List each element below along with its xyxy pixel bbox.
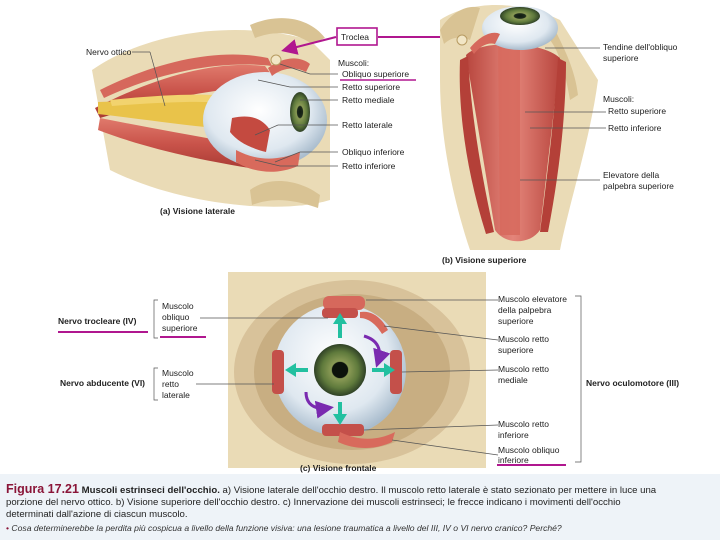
- caption-panel-c: (c) Visione frontale: [300, 463, 377, 473]
- label-inferior-oblique-a: Obliquo inferiore: [342, 147, 405, 157]
- lateral-rectus-muscle-c: [272, 350, 284, 394]
- label-superior-oblique-a: Obliquo superiore: [342, 69, 409, 79]
- bullet-icon: •: [6, 523, 10, 533]
- sup-oblique-tendon-b: [470, 32, 500, 54]
- label-levator-c-line3: superiore: [498, 316, 534, 326]
- trochlea-b: [456, 34, 468, 46]
- rotation-arrow-sup-oblique: [363, 334, 391, 368]
- label-inf-oblique-c-line1: Muscolo obliquo: [498, 445, 560, 455]
- panel-c-frontal-view: Nervo trocleare (IV) Muscolo obliquo sup…: [58, 272, 679, 473]
- caption-panel-b: (b) Visione superiore: [442, 255, 527, 265]
- label-abducens-nerve: Nervo abducente (VI): [60, 378, 145, 388]
- figure-caption: Figura 17.21 Muscoli estrinseci dell'occ…: [0, 474, 720, 540]
- bone-top: [250, 18, 325, 44]
- label-tendon-line2: superiore: [603, 53, 639, 63]
- label-med-rectus-c-line2: mediale: [498, 375, 528, 385]
- label-trochlea: Troclea: [341, 32, 369, 42]
- superior-oblique-tendon-c: [360, 311, 388, 334]
- label-levator-c-line2: della palpebra: [498, 305, 552, 315]
- label-trochlear-muscle-line3: superiore: [162, 323, 198, 333]
- label-sup-rectus-c-line1: Muscolo retto: [498, 334, 549, 344]
- label-trochlear-nerve: Nervo trocleare (IV): [58, 316, 137, 326]
- label-med-rectus-c-line1: Muscolo retto: [498, 364, 549, 374]
- label-inferior-rectus-b: Retto inferiore: [608, 123, 662, 133]
- panel-b-superior-view: Tendine dell'obliquo superiore Muscoli: …: [440, 5, 678, 265]
- lateral-rectus-muscle: [230, 116, 270, 152]
- label-inferior-rectus-a: Retto inferiore: [342, 161, 396, 171]
- label-trochlear-muscle-line1: Muscolo: [162, 301, 194, 311]
- label-inf-oblique-c-line2: inferiore: [498, 455, 529, 465]
- optic-nerve-highlight: [110, 94, 240, 106]
- label-muscles-header-b: Muscoli:: [603, 94, 634, 104]
- label-inf-rectus-c-line2: inferiore: [498, 430, 529, 440]
- caption-question-text: Cosa determinerebbe la perdita più cospi…: [11, 523, 562, 533]
- lateral-rectus-muscle-b: [540, 58, 566, 232]
- label-tendon-line1: Tendine dell'obliquo: [603, 42, 678, 52]
- trochlea: [270, 54, 282, 66]
- label-abducens-muscle-line2: retto: [162, 379, 179, 389]
- trochlea-highlight-box: [336, 27, 378, 46]
- label-levator-line2: palpebra superiore: [603, 181, 674, 191]
- figure-number: Figura 17.21: [6, 482, 79, 496]
- arrow-left-icon: [285, 363, 296, 377]
- superior-oblique-muscle: [100, 54, 272, 98]
- caption-line-2: porzione del nervo ottico. b) Visione su…: [6, 497, 621, 508]
- label-trochlear-muscle-line2: obliquo: [162, 312, 190, 322]
- caption-panel-a: (a) Visione laterale: [160, 206, 235, 216]
- caption-question: • Cosa determinerebbe la perdita più cos…: [6, 522, 562, 534]
- bone-sup-rim: [440, 6, 480, 44]
- label-levator-c-line1: Muscolo elevatore: [498, 294, 567, 304]
- caption-line-3: determinati dall'azione di ciascun musco…: [6, 509, 188, 520]
- iris-superior: [500, 7, 540, 25]
- caption-line-1: Figura 17.21 Muscoli estrinseci dell'occ…: [6, 483, 656, 497]
- label-levator-line1: Elevatore della: [603, 170, 660, 180]
- label-oculomotor-nerve: Nervo oculomotore (III): [586, 378, 679, 388]
- trochlea-arrow-left: [281, 36, 337, 55]
- levator-muscle-c: [323, 296, 365, 310]
- label-lateral-rectus-a: Retto laterale: [342, 120, 393, 130]
- sup-oblique-muscle-b: [459, 56, 494, 234]
- inferior-oblique-muscle-c: [338, 432, 395, 448]
- label-superior-rectus-a: Retto superiore: [342, 82, 400, 92]
- panel-a-lateral-view: Nervo ottico Troclea Muscoli: Obliquo su…: [86, 18, 456, 216]
- label-muscles-header-a: Muscoli:: [338, 58, 369, 68]
- label-sup-rectus-c-line2: superiore: [498, 345, 534, 355]
- pupil-frontal: [332, 362, 348, 378]
- levator-palpebrae-muscle: [498, 40, 520, 235]
- figure-title: Muscoli estrinseci dell'occhio.: [81, 485, 220, 496]
- label-abducens-muscle-line1: Muscolo: [162, 368, 194, 378]
- inferior-rectus-muscle-c: [322, 424, 364, 436]
- label-optic-nerve: Nervo ottico: [86, 47, 132, 57]
- iris-lateral: [290, 92, 310, 132]
- caption-text-1: a) Visione laterale dell'occhio destro. …: [222, 485, 657, 496]
- label-abducens-muscle-line3: laterale: [162, 390, 190, 400]
- arrow-down-icon: [333, 414, 347, 425]
- rotation-arrow-inf-oblique: [304, 391, 334, 419]
- label-superior-rectus-b: Retto superiore: [608, 106, 666, 116]
- arrow-up-icon: [333, 313, 347, 324]
- label-medial-rectus-a: Retto mediale: [342, 95, 395, 105]
- bone-bottom: [250, 180, 320, 208]
- label-inf-rectus-c-line1: Muscolo retto: [498, 419, 549, 429]
- medial-rectus-muscle-c: [390, 350, 402, 394]
